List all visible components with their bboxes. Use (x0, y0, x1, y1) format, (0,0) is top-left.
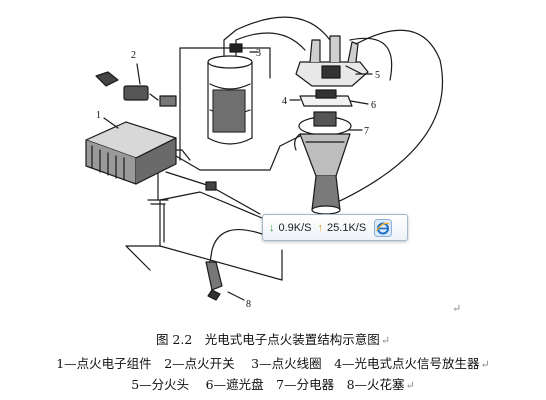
upload-speed: ↑ 25.1K/S (318, 222, 367, 234)
paragraph-mark: ↵ (480, 358, 490, 371)
part-number-4: 4 (282, 96, 287, 107)
ie-browser-icon[interactable] (374, 218, 393, 237)
engine-block-drawing (125, 191, 283, 281)
part-number-8: 8 (246, 299, 251, 310)
figure-caption-legend-line-2: 5—分火头 6—遮光盘 7—分电器 8—火花塞↵ (0, 377, 546, 394)
paragraph-mark: ↵ (380, 334, 391, 347)
part-number-2: 2 (131, 50, 136, 61)
download-speed-value: 0.9K/S (278, 221, 312, 234)
caption-legend-line-1-text: 1—点火电子组件 2—点火开关 3—点火线圈 4—光电式点火信号放生器 (56, 356, 480, 371)
part-number-3: 3 (256, 48, 261, 59)
signal-generator-drawing (298, 89, 353, 136)
part-number-5: 5 (375, 70, 380, 81)
spark-plug-drawing (205, 228, 263, 301)
paragraph-mark: ↵ (405, 379, 415, 392)
distributor-cap-drawing (295, 35, 369, 87)
upload-arrow-icon: ↑ (317, 221, 324, 234)
caption-legend-line-2-text: 5—分火头 6—遮光盘 7—分电器 8—火花塞 (131, 377, 405, 392)
figure-caption-title: 图 2.2 光电式电子点火装置结构示意图↵ (0, 332, 546, 349)
ignition-module-drawing (85, 117, 177, 185)
network-speed-widget[interactable]: ↓ 0.9K/S ↑ 25.1K/S (262, 214, 408, 241)
distributor-body-drawing (294, 133, 351, 215)
part-number-1: 1 (96, 110, 101, 121)
figure-caption-legend-line-1: 1—点火电子组件 2—点火开关 3—点火线圈 4—光电式点火信号放生器↵ (0, 356, 546, 373)
ignition-diagram-figure: 2 3 5 4 6 7 1 8 (85, 16, 444, 310)
download-arrow-icon: ↓ (269, 221, 275, 234)
ignition-diagram-drawing: 2 3 5 4 6 7 1 8 (85, 16, 444, 310)
caption-title-text: 图 2.2 光电式电子点火装置结构示意图 (155, 332, 380, 347)
upload-speed-value: 25.1K/S (327, 221, 367, 234)
part-number-6: 6 (371, 100, 376, 111)
download-speed: ↓ 0.9K/S (269, 222, 312, 234)
part-number-7: 7 (364, 126, 369, 137)
ignition-switch-drawing (95, 63, 177, 107)
ignition-coil-drawing (207, 29, 253, 145)
paragraph-mark: ↵ (452, 302, 462, 315)
